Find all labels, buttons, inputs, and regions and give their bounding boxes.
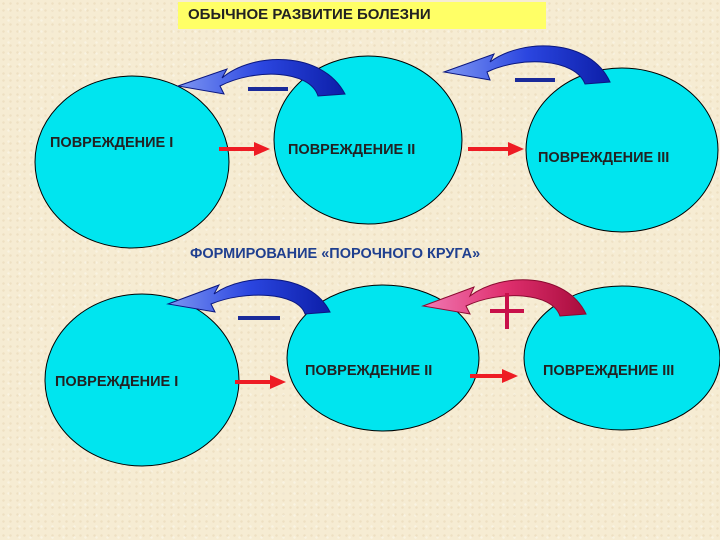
top-stage-1-circle — [34, 75, 230, 249]
bottom-row: ПОВРЕЖДЕНИЕ I ПОВРЕЖДЕНИЕ II ПОВРЕЖДЕНИЕ… — [44, 278, 720, 467]
top-stage-2-circle — [273, 55, 463, 225]
bottom-stage-1-label: ПОВРЕЖДЕНИЕ I — [55, 374, 178, 390]
top-stage-1-label: ПОВРЕЖДЕНИЕ I — [50, 135, 173, 151]
diagram-title: ОБЫЧНОЕ РАЗВИТИЕ БОЛЕЗНИ — [188, 6, 431, 23]
top-stage-2-label: ПОВРЕЖДЕНИЕ II — [288, 142, 415, 158]
diagram-subtitle: ФОРМИРОВАНИЕ «ПОРОЧНОГО КРУГА» — [190, 246, 481, 262]
bottom-stage-3-label: ПОВРЕЖДЕНИЕ III — [543, 363, 674, 379]
bottom-stage-2-label: ПОВРЕЖДЕНИЕ II — [305, 363, 432, 379]
bottom-stage-2-circle — [286, 284, 480, 432]
bottom-stage-3-circle — [523, 285, 720, 431]
top-forward-arrow-1 — [219, 142, 270, 156]
top-forward-arrow-2 — [468, 142, 524, 156]
top-stage-3-circle — [525, 67, 719, 233]
top-feedback-arrow-2 — [442, 45, 611, 85]
title-box: ОБЫЧНОЕ РАЗВИТИЕ БОЛЕЗНИ — [178, 2, 546, 29]
top-feedback-arrow-1 — [176, 59, 346, 97]
top-row: ПОВРЕЖДЕНИЕ I ПОВРЕЖДЕНИЕ II ПОВРЕЖДЕНИЕ… — [34, 45, 719, 249]
top-stage-3-label: ПОВРЕЖДЕНИЕ III — [538, 150, 669, 166]
bottom-forward-arrow-1 — [235, 375, 286, 389]
bottom-feedback-arrow-1 — [166, 278, 331, 315]
bottom-forward-arrow-2 — [470, 369, 518, 383]
bottom-feedback-arrow-2 — [421, 279, 587, 317]
bottom-plus-sign — [490, 293, 524, 329]
